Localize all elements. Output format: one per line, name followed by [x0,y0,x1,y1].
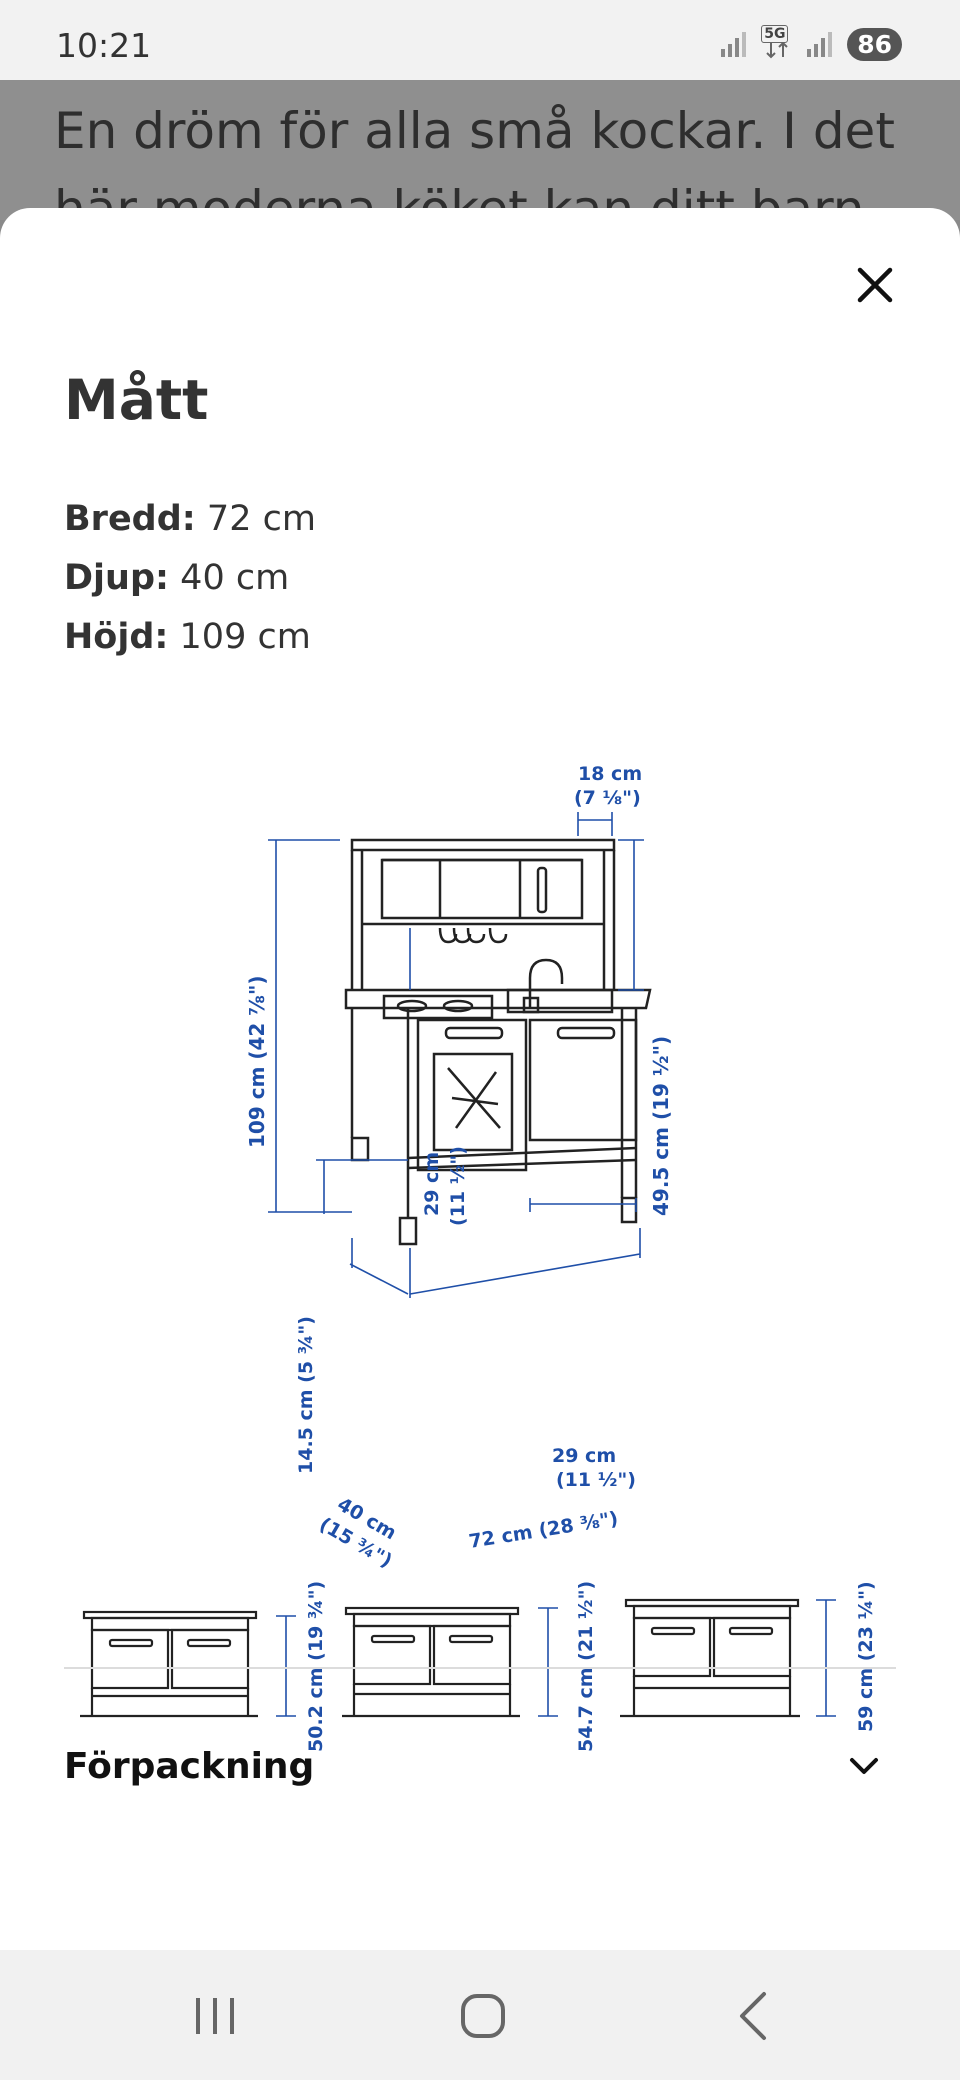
section-packaging[interactable]: Förpackning [64,1738,896,1798]
dimension-lines [268,812,644,1298]
top-depth-inch: (7 ⅛") [574,787,641,809]
width-label: 72 cm (28 ⅜") [467,1508,619,1553]
dimension-label: Bredd: [64,499,196,539]
back-icon[interactable] [720,1986,790,2046]
divider [64,1667,896,1669]
dimension-value: 72 cm [206,499,316,539]
navigation-bar [0,1950,960,2080]
counter-height-labels: 50.2 cm (19 ¾") 54.7 cm (21 ½") 59 cm (2… [305,1581,877,1752]
recent-apps-icon[interactable] [180,1986,250,2046]
chevron-down-icon[interactable] [846,1748,882,1784]
counter-height-2: 54.7 cm (21 ½") [575,1581,597,1752]
variant-1 [80,1610,258,1718]
kitchen-illustration [344,838,652,1246]
dimension-height: Höjd: 109 cm [64,608,316,667]
dimensions-sheet: Mått Bredd: 72 cm Djup: 40 cm Höjd: 109 … [0,208,960,1950]
counter-height-variants [80,1598,800,1718]
dimension-value: 40 cm [180,558,290,598]
door-width-cm: 29 cm [552,1445,616,1467]
dimension-depth: Djup: 40 cm [64,549,316,608]
dimensions-list: Bredd: 72 cm Djup: 40 cm Höjd: 109 cm [64,490,316,667]
shelf-clearance-cm: 29 cm [421,1152,443,1216]
background-page: En dröm för alla små kockar. I det här m… [0,80,960,220]
signal-icon [807,31,833,57]
dimension-drawing: 18 cm (7 ⅛") 109 cm (42 ⅞") 49.5 cm (19 … [80,763,877,1752]
5g-icon: 5G [761,24,793,61]
status-bar: 10:21 5G 86 [0,0,960,80]
close-icon[interactable] [850,260,900,310]
dimension-label: Djup: [64,558,170,598]
variant-3 [620,1598,800,1718]
dimension-value: 109 cm [179,617,311,657]
dimension-labels: 18 cm (7 ⅛") 109 cm (42 ⅞") 49.5 cm (19 … [245,763,673,1572]
status-time: 10:21 [56,26,152,65]
variant-2 [342,1606,520,1718]
home-icon[interactable] [448,1986,518,2046]
total-height-label: 109 cm (42 ⅞") [245,975,269,1148]
top-depth-cm: 18 cm [578,763,642,785]
sheet-title: Mått [64,368,209,432]
shelf-clearance-inch: (11 ½") [447,1146,469,1226]
status-icons: 5G 86 [719,24,902,61]
battery-icon: 86 [847,28,902,61]
section-label: Förpackning [64,1746,315,1787]
description-line: En dröm för alla små kockar. I det [54,102,895,160]
door-width-inch: (11 ½") [556,1469,636,1491]
signal-icon [721,31,747,57]
leg-height-label: 14.5 cm (5 ¾") [295,1316,317,1474]
dimension-width: Bredd: 72 cm [64,490,316,549]
counter-height-3: 59 cm (23 ¼") [855,1581,877,1732]
counter-height-1: 50.2 cm (19 ¾") [305,1581,327,1752]
dimension-label: Höjd: [64,617,169,657]
network-label: 5G [761,24,789,43]
counter-height-lines [276,1599,836,1717]
upper-height-label: 49.5 cm (19 ½") [649,1036,673,1216]
product-description: En dröm för alla små kockar. I det här m… [54,92,954,220]
